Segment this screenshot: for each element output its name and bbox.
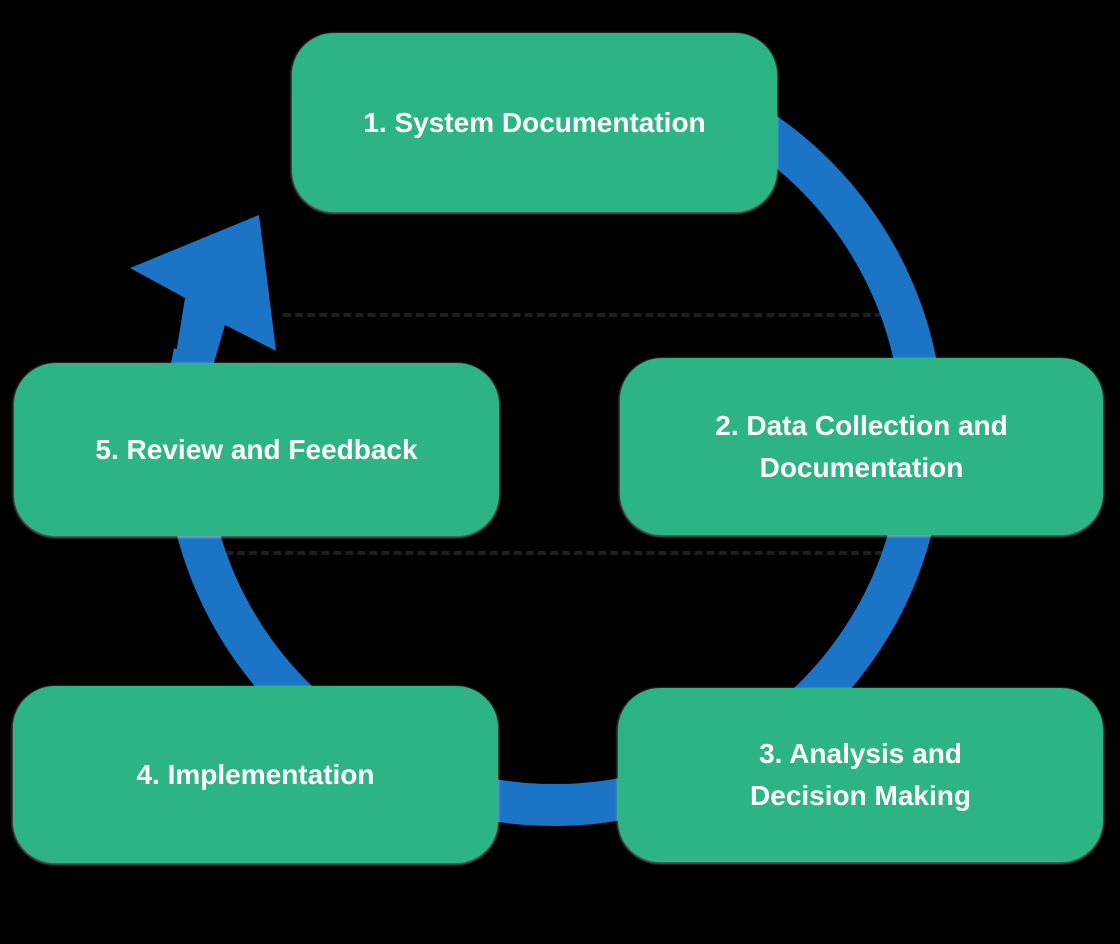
dotted-artifact-line-top xyxy=(283,313,883,317)
step-3-label: 3. Analysis and Decision Making xyxy=(750,738,971,811)
step-box-4: 4. Implementation xyxy=(13,686,498,863)
step-box-5: 5. Review and Feedback xyxy=(14,363,499,536)
step-1-label: 1. System Documentation xyxy=(363,106,706,138)
step-2-label: 2. Data Collection and Documentation xyxy=(715,409,1008,483)
step-box-2: 2. Data Collection and Documentation xyxy=(620,358,1103,535)
step-box-3: 3. Analysis and Decision Making xyxy=(618,688,1103,862)
step-4-label: 4. Implementation xyxy=(136,758,375,790)
step-box-1: 1. System Documentation xyxy=(292,33,777,212)
cycle-arrowhead-icon xyxy=(130,215,276,366)
dotted-artifact-line-middle xyxy=(225,551,883,555)
step-5-label: 5. Review and Feedback xyxy=(95,433,418,465)
